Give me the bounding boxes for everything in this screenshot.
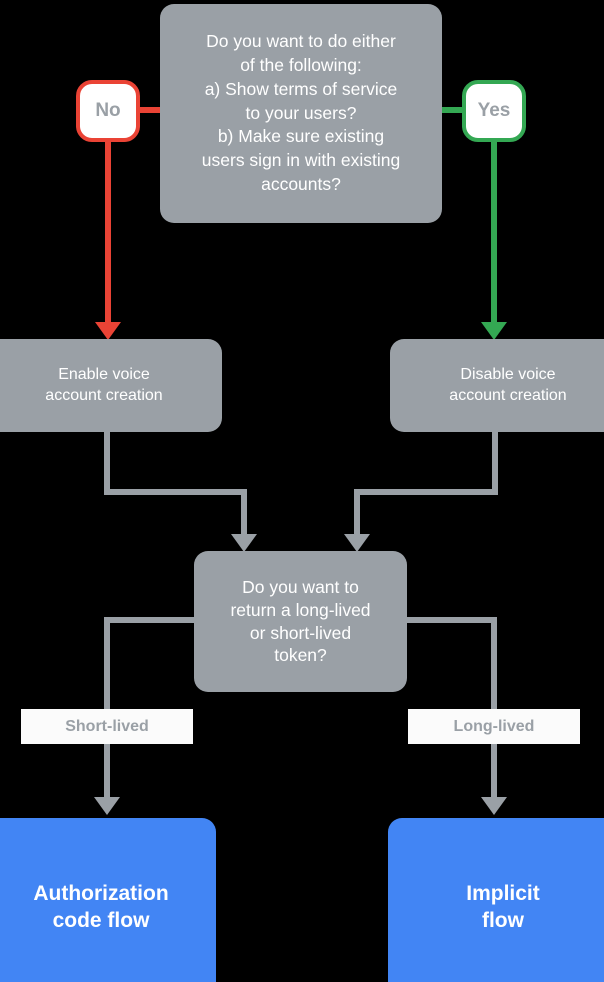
edge-short-lived-horizontal — [104, 617, 200, 623]
badge-no[interactable]: No — [76, 80, 140, 142]
node-enable-voice-label: Enable voice account creation — [45, 365, 163, 404]
node-token-decision[interactable]: Do you want to return a long-lived or sh… — [194, 551, 407, 692]
edge-enable-right — [104, 489, 247, 495]
node-authorization-code-flow-label: Authorization code flow — [33, 881, 169, 932]
edge-no-horizontal — [140, 107, 164, 113]
node-disable-voice-label: Disable voice account creation — [449, 365, 567, 404]
node-implicit-flow-label: Implicit flow — [466, 881, 540, 932]
node-disable-voice-account-creation[interactable]: Disable voice account creation — [390, 339, 604, 432]
edge-long-lived-arrowhead — [481, 797, 507, 815]
node-enable-voice-account-creation[interactable]: Enable voice account creation — [0, 339, 222, 432]
edge-label-long-lived: Long-lived — [408, 709, 580, 744]
edge-long-lived-horizontal — [401, 617, 497, 623]
badge-yes[interactable]: Yes — [462, 80, 526, 142]
node-top-decision-label: Do you want to do either of the followin… — [201, 31, 401, 194]
badge-no-label: No — [95, 100, 121, 121]
edge-no-arrowhead — [95, 322, 121, 340]
node-implicit-flow[interactable]: Implicit flow — [388, 818, 604, 982]
edge-disable-down-1 — [492, 432, 498, 495]
edge-disable-down-2 — [354, 489, 360, 537]
edge-no-vertical — [105, 140, 111, 325]
edge-enable-arrowhead — [231, 534, 257, 552]
node-authorization-code-flow[interactable]: Authorization code flow — [0, 818, 216, 982]
edge-yes-horizontal — [438, 107, 464, 113]
edge-yes-arrowhead — [481, 322, 507, 340]
edge-label-short-lived: Short-lived — [21, 709, 193, 744]
edge-enable-down-2 — [241, 489, 247, 537]
edge-enable-down-1 — [104, 432, 110, 495]
edge-yes-vertical — [491, 140, 497, 325]
edge-short-lived-arrowhead — [94, 797, 120, 815]
edge-disable-left — [354, 489, 498, 495]
edge-disable-arrowhead — [344, 534, 370, 552]
node-token-decision-label: Do you want to return a long-lived or sh… — [230, 577, 371, 666]
node-top-decision[interactable]: Do you want to do either of the followin… — [160, 4, 442, 223]
badge-yes-label: Yes — [477, 100, 511, 121]
edge-label-short-lived-text: Short-lived — [65, 717, 149, 735]
edge-label-long-lived-text: Long-lived — [453, 717, 535, 735]
